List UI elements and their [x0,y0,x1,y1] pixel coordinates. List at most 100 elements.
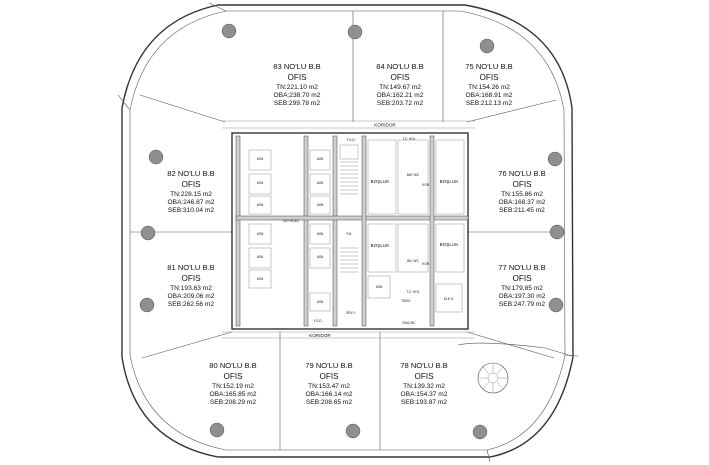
elevator-label: ASN [317,232,324,236]
unit-tn: TN:193.63 m2 [170,285,212,292]
unit-type: OFIS [223,372,243,381]
elevator-car [309,173,331,195]
unit-seb: SEB:299.78 m2 [274,100,321,107]
column [479,38,495,54]
column [347,24,363,40]
void-shaft-top [367,139,397,215]
unit-oba: OBA:166.14 m2 [306,391,353,398]
unit-tn: TN:154.26 m2 [468,84,510,91]
core-outline [231,132,469,330]
floor-lobby-label: KAT HOLÜ [283,219,299,223]
corridor-bottom-label: KORIDOR [309,333,331,338]
column [549,224,565,240]
elevator-car [309,223,331,245]
elevator-car [248,247,272,269]
elevator-car [248,269,272,289]
unit-name: 83 NO'LU B.B [273,62,320,71]
mens-wc [397,139,429,215]
elevator-label: ASN [317,300,324,304]
unit-seb: SEB:262.56 m2 [168,301,215,308]
unit-75[interactable]: 75 NO'LU B.B OFIS TN:154.26 m2 OBA:168.9… [465,62,513,107]
column [472,424,488,440]
elevator-car [309,247,331,269]
unit-name: 79 NO'LU B.B [305,361,352,370]
unit-type: OFIS [479,73,499,82]
unit-name: 78 NO'LU B.B [400,361,447,370]
column [209,422,225,438]
outer-wall [121,4,574,458]
unit-oba: OBA:162.21 m2 [377,92,424,99]
stair-landing [339,144,359,160]
building-core: ASN ASN ASN ASN ASN ASN ASN ASN ASN ASN … [231,132,469,330]
unit-name: 84 NO'LU B.B [376,62,423,71]
unit-82[interactable]: 82 NO'LU B.B OFIS TN:228.15 m2 OBA:246.8… [167,169,215,214]
tech-room-label: TEKN. [401,299,411,303]
unit-seb: SEB:247.79 m2 [499,301,546,308]
void-label: BOŞLUK [440,179,460,184]
elevator-group-left: ASN ASN ASN ASN ASN ASN [248,149,272,289]
corner-tip-top-left [117,2,227,111]
unit-name: 80 NO'LU B.B [209,361,256,370]
unit-76[interactable]: 76 NO'LU B.B OFIS TN:155.86 m2 OBA:168.3… [498,169,546,214]
inner-facade-line [129,10,566,451]
unit-seb: SEB:310.04 m2 [168,207,215,214]
elevator-car [248,223,272,245]
corridor-top-lines [222,120,475,129]
unit-tn: TN:152.19 m2 [212,383,254,390]
unit-type: OFIS [181,180,201,189]
disabled-wc-label: ENG.WC [402,321,416,325]
elevator-label: ASN [257,232,264,236]
unit-seb: SEB:208.65 m2 [306,399,353,406]
spiral-stair-treads [478,363,508,393]
balcony-line [457,342,573,357]
core-wall-left [235,135,241,327]
unit-seb: SEB:193.87 m2 [401,399,448,406]
corridors: KORIDOR KORIDOR [222,120,475,339]
unit-tn: TN:155.86 m2 [501,191,543,198]
column [148,149,164,165]
unit-80[interactable]: 80 NO'LU B.B OFIS TN:152.19 m2 OBA:165.8… [209,361,257,406]
unit-type: OFIS [414,372,434,381]
unit-81[interactable]: 81 NO'LU B.B OFIS TN:193.63 m2 OBA:209.0… [167,263,215,308]
unit-tn: TN:149.67 m2 [379,84,421,91]
column [140,225,156,241]
unit-seb: SEB:203.72 m2 [377,100,424,107]
wall-78-77 [466,331,555,359]
elevator-label: ASN [257,255,264,259]
unit-seb: SEB:212.13 m2 [466,100,513,107]
column [547,151,563,167]
unit-oba: OBA:246.87 m2 [168,199,215,206]
unit-oba: OBA:238.70 m2 [274,92,321,99]
corridor-top-label: KORIDOR [374,123,396,128]
unit-79[interactable]: 79 NO'LU B.B OFIS TN:153.47 m2 OBA:166.1… [305,361,353,406]
unit-tn: TN:179.85 m2 [501,285,543,292]
unit-oba: OBA:168.37 m2 [499,199,546,206]
unit-name: 82 NO'LU B.B [167,169,214,178]
tc-hol-label-bottom: T.C. HOL [406,290,419,294]
unit-83[interactable]: 83 NO'LU B.B OFIS TN:221.10 m2 OBA:238.7… [273,62,321,107]
corridor-bottom-lines [222,331,475,339]
elevator-car [309,149,331,171]
spiral-stair-inner [487,372,499,384]
unit-tn: TN:228.15 m2 [170,191,212,198]
unit-78[interactable]: 78 NO'LU B.B OFIS TN:139.32 m2 OBA:154.3… [400,361,448,406]
core-wall-horizontal [235,215,469,221]
elevator-car [309,195,331,215]
unit-84[interactable]: 84 NO'LU B.B OFIS TN:149.67 m2 OBA:162.2… [376,62,424,107]
unit-seb: SEB:208.29 m2 [210,399,257,406]
unit-77[interactable]: 77 NO'LU B.B OFIS TN:179.85 m2 OBA:197.3… [498,263,546,308]
corner-tip-bottom-right [486,354,579,463]
column [221,23,237,39]
staircase-bottom: T.M. [340,232,358,273]
tm-label: T.M. [346,232,352,236]
elevator-car [309,292,331,312]
unit-tn: TN:139.32 m2 [403,383,445,390]
elevator-car [248,195,272,215]
elevator-label: ASN [257,157,264,161]
elevator-car [248,149,272,171]
elevator-label: ASN [257,181,264,185]
core-wall-mid [303,135,309,327]
building-outline [117,2,579,463]
electric-room-label: ELK.O. [444,297,454,301]
